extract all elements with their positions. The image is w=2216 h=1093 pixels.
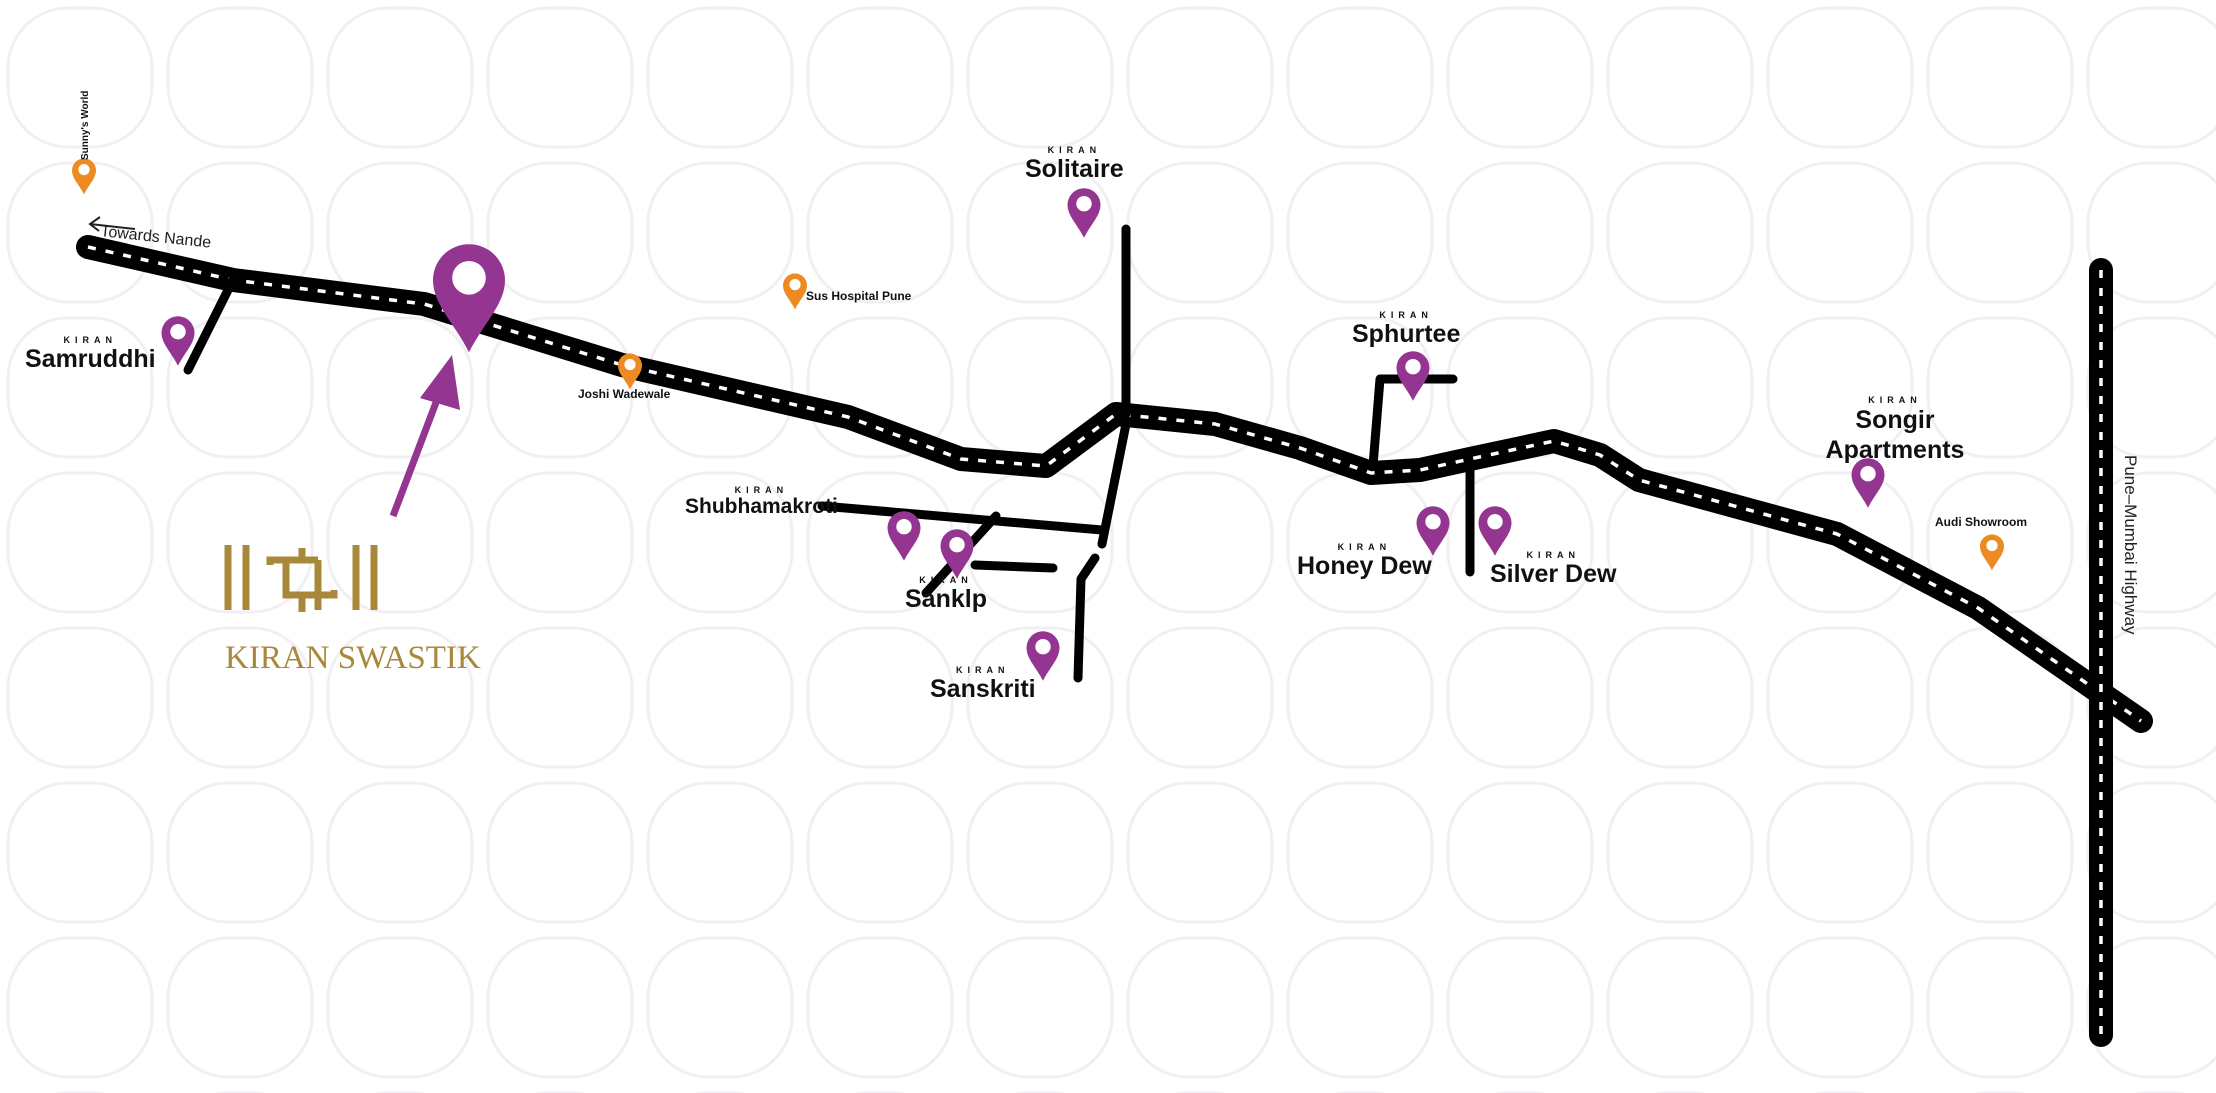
kiran-prefix: KIRAN <box>1047 145 1102 155</box>
kiran-prefix: KIRAN <box>734 485 789 495</box>
project-name: Sphurtee <box>1352 320 1461 348</box>
project-name: Songir Apartments <box>1825 406 1965 464</box>
landmark-pin-icon-sunnys-world[interactable] <box>72 158 96 195</box>
project-name: Solitaire <box>1025 155 1124 183</box>
project-name: Honey Dew <box>1297 552 1432 580</box>
shubhamakroti-road <box>817 501 1107 535</box>
landmark-label: Sunny's World <box>80 91 91 160</box>
sanklp-branch-road <box>970 560 1058 573</box>
project-name: Samruddhi <box>25 345 156 373</box>
sphurtee-road <box>1368 374 1458 471</box>
project-name: Sanskriti <box>930 675 1036 703</box>
sanskriti-road <box>1097 419 1131 549</box>
kiran-prefix: KIRAN <box>1337 542 1392 552</box>
kiran-swastik-pin-icon[interactable] <box>433 244 505 353</box>
project-pin-icon-samruddhi[interactable] <box>161 316 195 366</box>
landmark-pin-icon-joshi-wadewale[interactable] <box>618 353 642 390</box>
project-name: Sanklp <box>905 585 987 613</box>
kiran-prefix: KIRAN <box>63 335 118 345</box>
landmark-label-joshi-wadewale: Joshi Wadewale <box>578 387 671 401</box>
project-pin-icon-solitaire[interactable] <box>1067 188 1101 238</box>
kiran-prefix: KIRAN <box>1868 395 1922 405</box>
project-name: Shubhamakroti <box>685 495 838 518</box>
swastik-logo-icon <box>224 545 378 612</box>
project-pin-icon-honey-dew[interactable] <box>1416 506 1450 556</box>
kiran-prefix: KIRAN <box>956 665 1010 675</box>
project-pin-icon-sphurtee[interactable] <box>1396 351 1430 401</box>
samruddhi-road <box>183 275 238 375</box>
project-pin-icon-silver-dew[interactable] <box>1478 506 1512 556</box>
kiran-prefix: KIRAN <box>1379 310 1433 320</box>
landmark-pin-icon-audi-showroom[interactable] <box>1980 534 2004 571</box>
project-pin-icon-shubhamakroti[interactable] <box>887 511 921 561</box>
landmark-label-sus-hospital: Sus Hospital Pune <box>806 289 912 303</box>
kiran-prefix: KIRAN <box>1526 550 1580 560</box>
project-pin-icon-sanskriti[interactable] <box>1026 631 1060 681</box>
project-name: Silver Dew <box>1490 560 1617 588</box>
landmark-label-audi-showroom: Audi Showroom <box>1935 515 2027 529</box>
landmark-pin-icon-sus-hospital[interactable] <box>783 273 807 310</box>
sanskriti-branch-road <box>1073 553 1100 683</box>
kiran-swastik-arrow <box>389 355 460 518</box>
brand-name: KIRAN SWASTIK <box>225 640 481 676</box>
project-pin-icon-sanklp[interactable] <box>940 529 974 579</box>
project-pin-icon-songir[interactable] <box>1851 458 1885 508</box>
kiran-prefix: KIRAN <box>919 575 973 585</box>
highway-label: Pune–Mumbai Highway <box>2121 455 2140 635</box>
towards-arrow-icon <box>88 216 136 232</box>
